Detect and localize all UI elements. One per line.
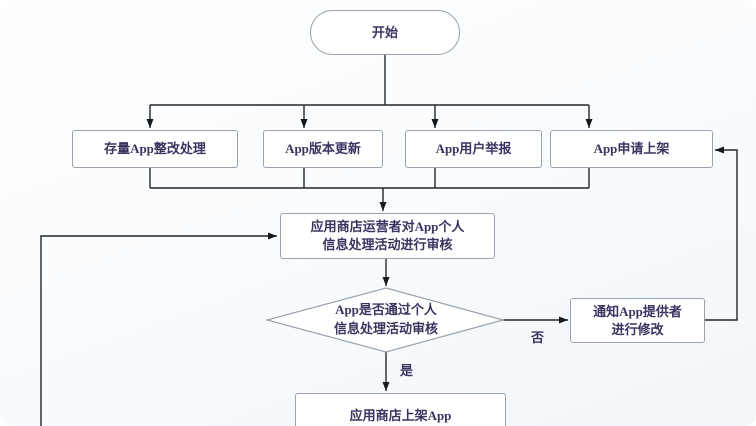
node-store-review: 应用商店运营者对App个人 信息处理活动进行审核 xyxy=(280,213,495,259)
decision-diamond-shape xyxy=(264,287,506,353)
edge-label-no: 否 xyxy=(531,330,545,345)
decision-node-label: App是否通过个人 信息处理活动审核 xyxy=(333,302,438,336)
node-app-version-update: App版本更新 xyxy=(263,130,383,168)
node-app-user-report: App用户举报 xyxy=(405,130,542,168)
node-existing-app-rectification: 存量App整改处理 xyxy=(72,130,238,168)
node-store-publish-app: 应用商店上架App xyxy=(295,393,506,426)
node-notify-provider-modify: 通知App提供者 进行修改 xyxy=(570,298,705,343)
node-app-apply-listing: App申请上架 xyxy=(550,130,713,168)
edge-notify-loop-to-box4 xyxy=(705,146,738,321)
edge-feedback-left xyxy=(40,232,277,426)
edge-label-yes: 是 xyxy=(400,363,414,378)
start-node: 开始 xyxy=(310,10,460,55)
